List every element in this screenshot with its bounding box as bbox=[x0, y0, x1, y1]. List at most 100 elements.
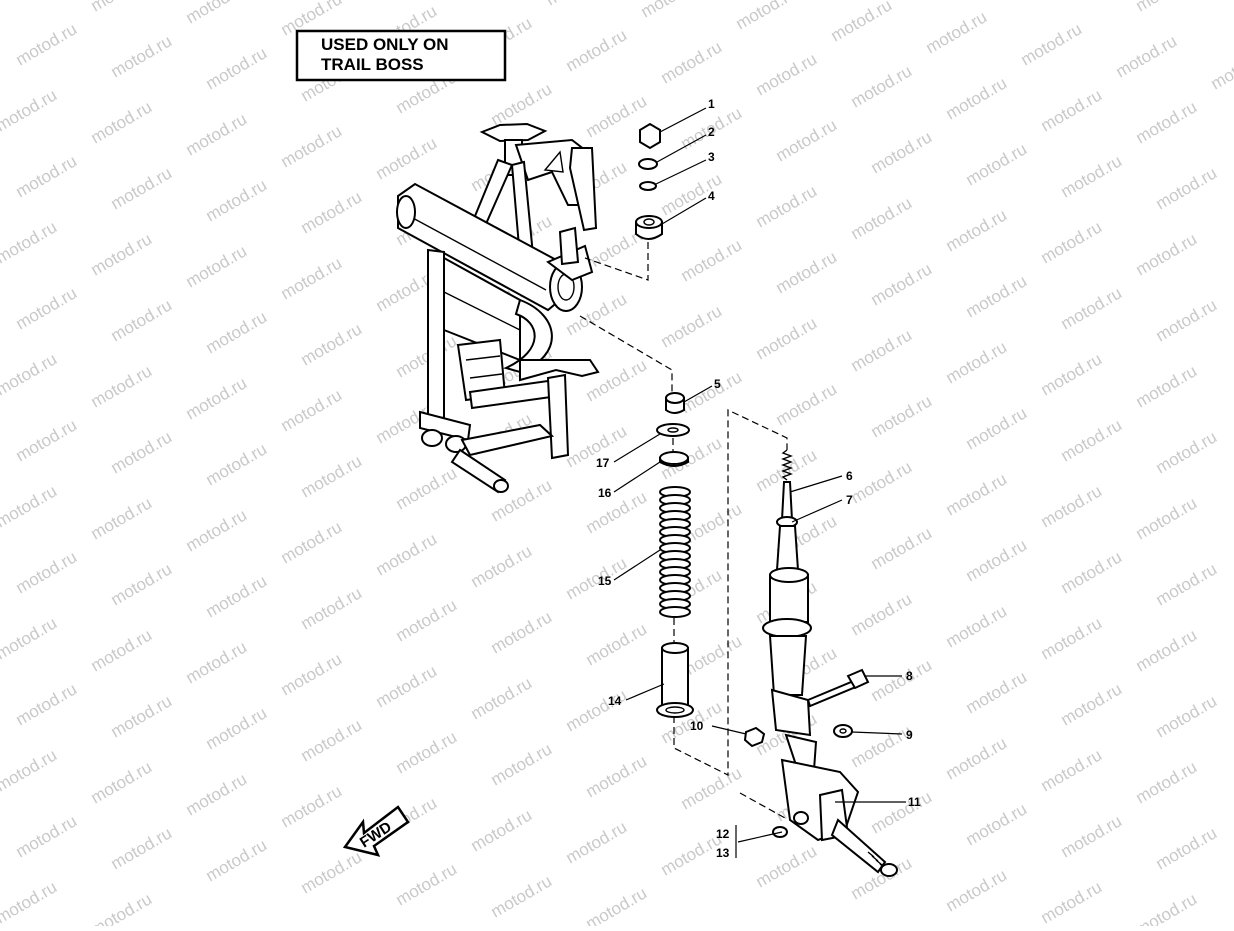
watermark-text: motod.ru bbox=[1133, 0, 1201, 15]
watermark-text: motod.ru bbox=[393, 727, 461, 777]
watermark-text: motod.ru bbox=[373, 133, 441, 183]
watermark-text: motod.ru bbox=[13, 547, 81, 597]
watermark-text: motod.ru bbox=[678, 235, 746, 285]
watermark-text: motod.ru bbox=[1133, 889, 1201, 926]
watermark-text: motod.ru bbox=[468, 673, 536, 723]
part-9-washer bbox=[834, 725, 852, 737]
watermark-text: motod.ru bbox=[563, 685, 631, 735]
watermark-text: motod.ru bbox=[1058, 415, 1126, 465]
watermark-text: motod.ru bbox=[1058, 547, 1126, 597]
watermark-text: motod.ru bbox=[298, 715, 366, 765]
watermark-text: motod.ru bbox=[13, 283, 81, 333]
watermark-text: motod.ru bbox=[753, 313, 821, 363]
watermark-text: motod.ru bbox=[203, 307, 271, 357]
watermark-text: motod.ru bbox=[0, 481, 60, 531]
watermark-text: motod.ru bbox=[13, 679, 81, 729]
part-8-bolt bbox=[808, 680, 858, 706]
watermark-text: motod.ru bbox=[203, 571, 271, 621]
notice-line-2: TRAIL BOSS bbox=[321, 55, 424, 74]
watermark-text: motod.ru bbox=[108, 163, 176, 213]
spring-coil bbox=[660, 607, 690, 617]
watermark-text: motod.ru bbox=[88, 625, 156, 675]
watermark-text: motod.ru bbox=[658, 37, 726, 87]
callout-11: 11 bbox=[908, 795, 921, 809]
watermark-text: motod.ru bbox=[773, 247, 841, 297]
watermark-text: motod.ru bbox=[203, 703, 271, 753]
watermark-text: motod.ru bbox=[848, 589, 916, 639]
watermark-text: motod.ru bbox=[278, 253, 346, 303]
watermark-text: motod.ru bbox=[203, 835, 271, 885]
watermark-text: motod.ru bbox=[13, 811, 81, 861]
callout-5: 5 bbox=[714, 377, 721, 391]
watermark-text: motod.ru bbox=[658, 301, 726, 351]
watermark-text: motod.ru bbox=[488, 739, 556, 789]
watermark-text: motod.ru bbox=[1058, 811, 1126, 861]
part-10-nut bbox=[745, 728, 764, 746]
watermark-text: motod.ru bbox=[0, 0, 60, 3]
part-17-washer bbox=[657, 424, 689, 436]
watermark-text: motod.ru bbox=[1058, 283, 1126, 333]
watermark-text: motod.ru bbox=[108, 559, 176, 609]
watermark-text: motod.ru bbox=[1133, 493, 1201, 543]
watermark-text: motod.ru bbox=[108, 427, 176, 477]
watermark-text: motod.ru bbox=[298, 583, 366, 633]
watermark-text: motod.ru bbox=[278, 781, 346, 831]
watermark-text: motod.ru bbox=[373, 661, 441, 711]
watermark-text: motod.ru bbox=[278, 385, 346, 435]
watermark-text: motod.ru bbox=[88, 493, 156, 543]
watermark-text: motod.ru bbox=[203, 175, 271, 225]
watermark-text: motod.ru bbox=[963, 403, 1031, 453]
watermark-text: motod.ru bbox=[638, 0, 706, 21]
watermark-text: motod.ru bbox=[1133, 229, 1201, 279]
watermark-text: motod.ru bbox=[1153, 691, 1221, 741]
callout-12: 12 bbox=[716, 827, 730, 841]
watermark-text: motod.ru bbox=[1038, 85, 1106, 135]
watermark-text: motod.ru bbox=[298, 187, 366, 237]
watermark-text: motod.ru bbox=[753, 49, 821, 99]
watermark-text: motod.ru bbox=[0, 745, 60, 795]
watermark-text: motod.ru bbox=[1058, 151, 1126, 201]
watermark-text: motod.ru bbox=[963, 799, 1031, 849]
callout-14: 14 bbox=[608, 694, 622, 708]
watermark-text: motod.ru bbox=[88, 229, 156, 279]
watermark-text: motod.ru bbox=[278, 517, 346, 567]
watermark-text: motod.ru bbox=[773, 115, 841, 165]
watermark-text: motod.ru bbox=[868, 259, 936, 309]
watermark-text: motod.ru bbox=[583, 883, 651, 926]
watermark-text: motod.ru bbox=[1038, 349, 1106, 399]
watermark-text: motod.ru bbox=[488, 607, 556, 657]
callout-2: 2 bbox=[708, 125, 715, 139]
watermark-text: motod.ru bbox=[848, 721, 916, 771]
watermark-text: motod.ru bbox=[183, 241, 251, 291]
callout-3: 3 bbox=[708, 150, 715, 164]
callout-17: 17 bbox=[596, 456, 610, 470]
watermark-text: motod.ru bbox=[1153, 559, 1221, 609]
part-2-washer bbox=[639, 159, 657, 169]
watermark-text: motod.ru bbox=[13, 19, 81, 69]
watermark-text: motod.ru bbox=[1038, 217, 1106, 267]
watermark-text: motod.ru bbox=[0, 349, 60, 399]
watermark-text: motod.ru bbox=[203, 43, 271, 93]
part-1-nut bbox=[640, 124, 660, 148]
watermark-text: motod.ru bbox=[563, 25, 631, 75]
watermark-text: motod.ru bbox=[543, 0, 611, 9]
watermark-text: motod.ru bbox=[943, 469, 1011, 519]
watermark-text: motod.ru bbox=[1133, 97, 1201, 147]
watermark-text: motod.ru bbox=[583, 487, 651, 537]
watermark-text: motod.ru bbox=[1038, 481, 1106, 531]
watermark-text: motod.ru bbox=[773, 379, 841, 429]
watermark-text: motod.ru bbox=[733, 0, 801, 33]
watermark-text: motod.ru bbox=[828, 0, 896, 45]
watermark-text: motod.ru bbox=[88, 889, 156, 926]
watermark-text: motod.ru bbox=[868, 127, 936, 177]
watermark-text: motod.ru bbox=[0, 877, 60, 926]
watermark-text: motod.ru bbox=[108, 295, 176, 345]
watermark-text: motod.ru bbox=[373, 529, 441, 579]
watermark-text: motod.ru bbox=[88, 757, 156, 807]
watermark-text: motod.ru bbox=[868, 523, 936, 573]
part-15-spring bbox=[660, 487, 690, 617]
watermark-text: motod.ru bbox=[943, 205, 1011, 255]
watermark-text: motod.ru bbox=[298, 319, 366, 369]
watermark-text: motod.ru bbox=[1133, 625, 1201, 675]
